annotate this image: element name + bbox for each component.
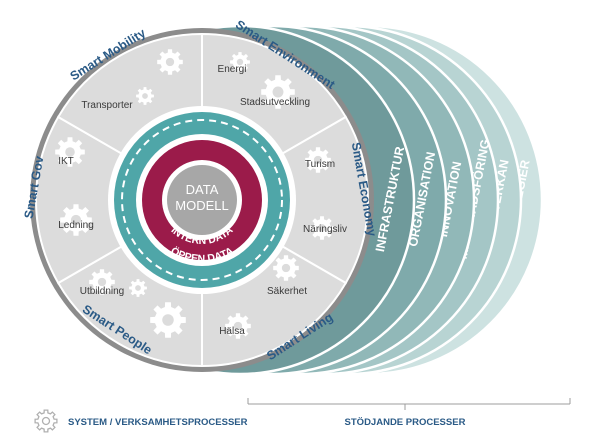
gear-icon (230, 52, 250, 72)
sector-item: Stadsutveckling (240, 97, 310, 108)
gear-icon (225, 313, 251, 339)
data-model-core (167, 165, 237, 235)
oppen-data-dashes (121, 119, 283, 281)
sector-item: Hälsa (219, 326, 245, 337)
gear-icon (60, 204, 92, 236)
legend: SYSTEM / VERKSAMHETSPROCESSER STÖDJANDE … (34, 398, 571, 433)
gear-icon (129, 279, 147, 297)
gear-icon (310, 216, 334, 240)
data-model-line1: DATA (186, 182, 219, 197)
data-model-line2: MODELL (175, 198, 228, 213)
sector-item: Ledning (58, 220, 94, 231)
gear-icon (34, 409, 58, 433)
gear-icon (89, 269, 115, 295)
gear-icon (305, 147, 331, 173)
legend-supporting-label: STÖDJANDE PROCESSER (345, 417, 466, 428)
sector-item: Transporter (81, 100, 133, 111)
sector-item: Energi (218, 64, 247, 75)
gear-icon (55, 137, 85, 167)
legend-system-label: SYSTEM / VERKSAMHETSPROCESSER (68, 417, 248, 428)
sector-item: Turism (305, 159, 335, 170)
gear-icons (55, 49, 334, 339)
gear-icon (136, 87, 154, 105)
sector-item: Näringsliv (303, 224, 347, 235)
gear-icon (273, 255, 299, 281)
gear-icon (261, 75, 295, 109)
sector-item: Utbildning (80, 286, 124, 297)
gear-icon (150, 302, 186, 338)
sector-item: IKT (58, 156, 74, 167)
sector-item: Säkerhet (267, 286, 307, 297)
sector-items: Transporter EnergiStadsutvecklingTurismNä… (58, 64, 347, 337)
data-model-center: DATA MODELL INTERN DATA ÖPPEN DATA (108, 106, 296, 294)
gear-icon (157, 49, 183, 75)
